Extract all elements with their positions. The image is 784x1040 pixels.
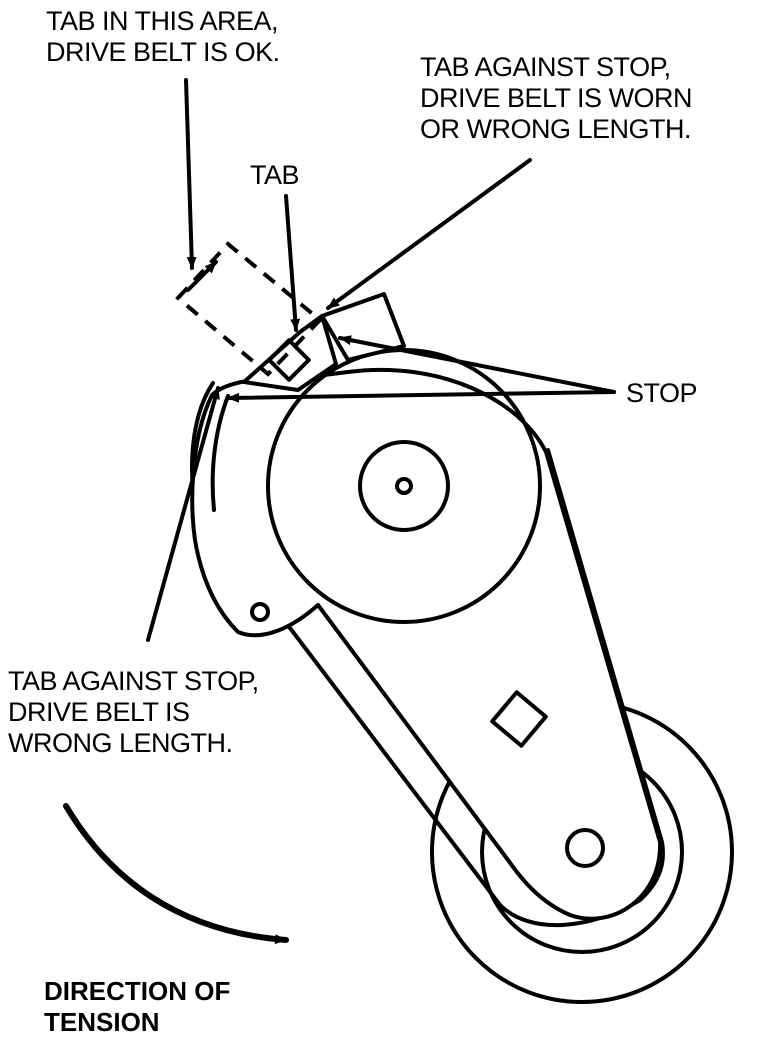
arm-edge-arc [210, 394, 230, 512]
hub-center-hole [395, 477, 413, 495]
label-tab-stop-worn: TAB AGAINST STOP, DRIVE BELT IS WORN OR … [420, 52, 693, 144]
tensioner-arm [190, 367, 663, 921]
label-direction-of-tension: DIRECTION OF TENSION [44, 976, 231, 1037]
leader-tab-wrong [146, 386, 220, 642]
label-stop: STOP [626, 378, 698, 408]
leader-tab-worn [326, 158, 532, 310]
range-arrow [186, 260, 218, 292]
label-tab-area-ok: TAB IN THIS AREA, DRIVE BELT IS OK. [46, 6, 280, 67]
leader-stop-upper [338, 335, 616, 394]
label-tab: TAB [250, 160, 300, 190]
leader-tab [284, 194, 301, 332]
drive-belt-outline [190, 381, 665, 928]
arm-square-hole [490, 690, 548, 748]
tab-square [267, 338, 311, 382]
leader-stop-lower [226, 390, 616, 403]
hub-boss [358, 440, 450, 532]
pulley-bolt [565, 828, 605, 868]
leader-tab-area [184, 78, 197, 270]
mount-hole [250, 602, 270, 622]
direction-arrow [63, 803, 289, 945]
label-tab-stop-wrong: TAB AGAINST STOP, DRIVE BELT IS WRONG LE… [8, 666, 259, 758]
